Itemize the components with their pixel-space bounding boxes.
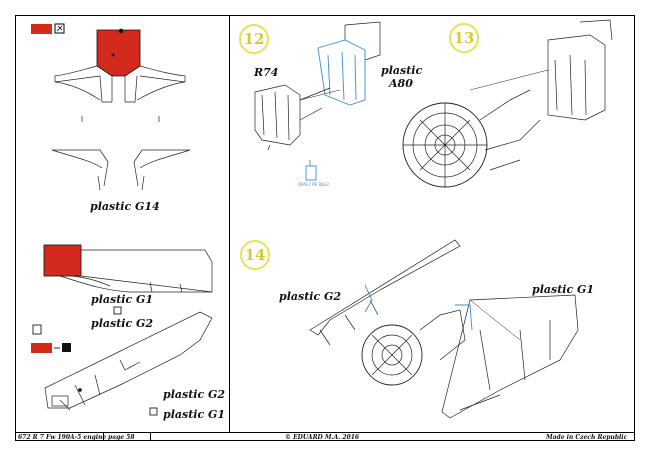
paint-code-glyph bbox=[56, 25, 63, 32]
g14-top-drawing bbox=[54, 28, 186, 122]
step13-engine-drawing bbox=[402, 19, 613, 188]
paint-code-black-icon bbox=[62, 343, 71, 352]
g14-wing-roots-drawing bbox=[51, 149, 191, 191]
footer-origin: Made in Czech Republic bbox=[546, 434, 628, 441]
g2-g1-side-panel-drawing bbox=[44, 311, 213, 411]
step12-etched-part bbox=[305, 39, 366, 181]
footer-page: page 58 bbox=[108, 434, 135, 441]
paint-code-icon-2 bbox=[32, 324, 42, 335]
label-plastic-a80-line1: plastic bbox=[381, 64, 423, 77]
step12-r74-drawing bbox=[254, 84, 331, 151]
assembly-leader-lines bbox=[299, 69, 549, 341]
step14-assembly-drawing bbox=[309, 239, 579, 419]
page-frame bbox=[15, 15, 635, 441]
label-plastic-a80-line2: A80 bbox=[389, 77, 413, 90]
footer-sep-1 bbox=[103, 432, 104, 441]
paint-swatch-red-2 bbox=[31, 343, 52, 353]
label-plastic-g2-bottom: plastic G2 bbox=[163, 388, 226, 401]
step-14-badge: 14 bbox=[240, 240, 270, 270]
label-plastic-g2-left: plastic G2 bbox=[91, 317, 154, 330]
footer-product: 672 R 7 Fw 190A-5 engine bbox=[18, 434, 107, 441]
label-plastic-g1-bottom: plastic G1 bbox=[163, 408, 226, 421]
label-plastic-g1-step14: plastic G1 bbox=[532, 283, 595, 296]
label-r74: R74 bbox=[254, 66, 279, 79]
step14-blue-parts bbox=[364, 284, 473, 331]
label-plastic-g2-step14: plastic G2 bbox=[279, 290, 342, 303]
label-plastic-g14: plastic G14 bbox=[90, 200, 160, 213]
footer-divider bbox=[15, 432, 635, 433]
column-divider bbox=[229, 15, 230, 432]
etch-ref-icon bbox=[113, 306, 122, 315]
paint-swatch-red-1 bbox=[31, 24, 52, 34]
step-12-badge: 12 bbox=[239, 24, 269, 54]
label-plastic-g1-left: plastic G1 bbox=[91, 293, 154, 306]
step-13-badge: 13 bbox=[449, 23, 479, 53]
footer-sep-2 bbox=[150, 432, 151, 441]
etch-ref-icon-2 bbox=[149, 407, 158, 416]
footer-copyright: © EDUARD M.A. 2016 bbox=[285, 434, 360, 441]
g1-cowl-drawing bbox=[43, 244, 213, 293]
step12-mount-drawing bbox=[344, 21, 381, 61]
etch-ref-text: OPAL7 PE 36G2 bbox=[298, 182, 329, 187]
